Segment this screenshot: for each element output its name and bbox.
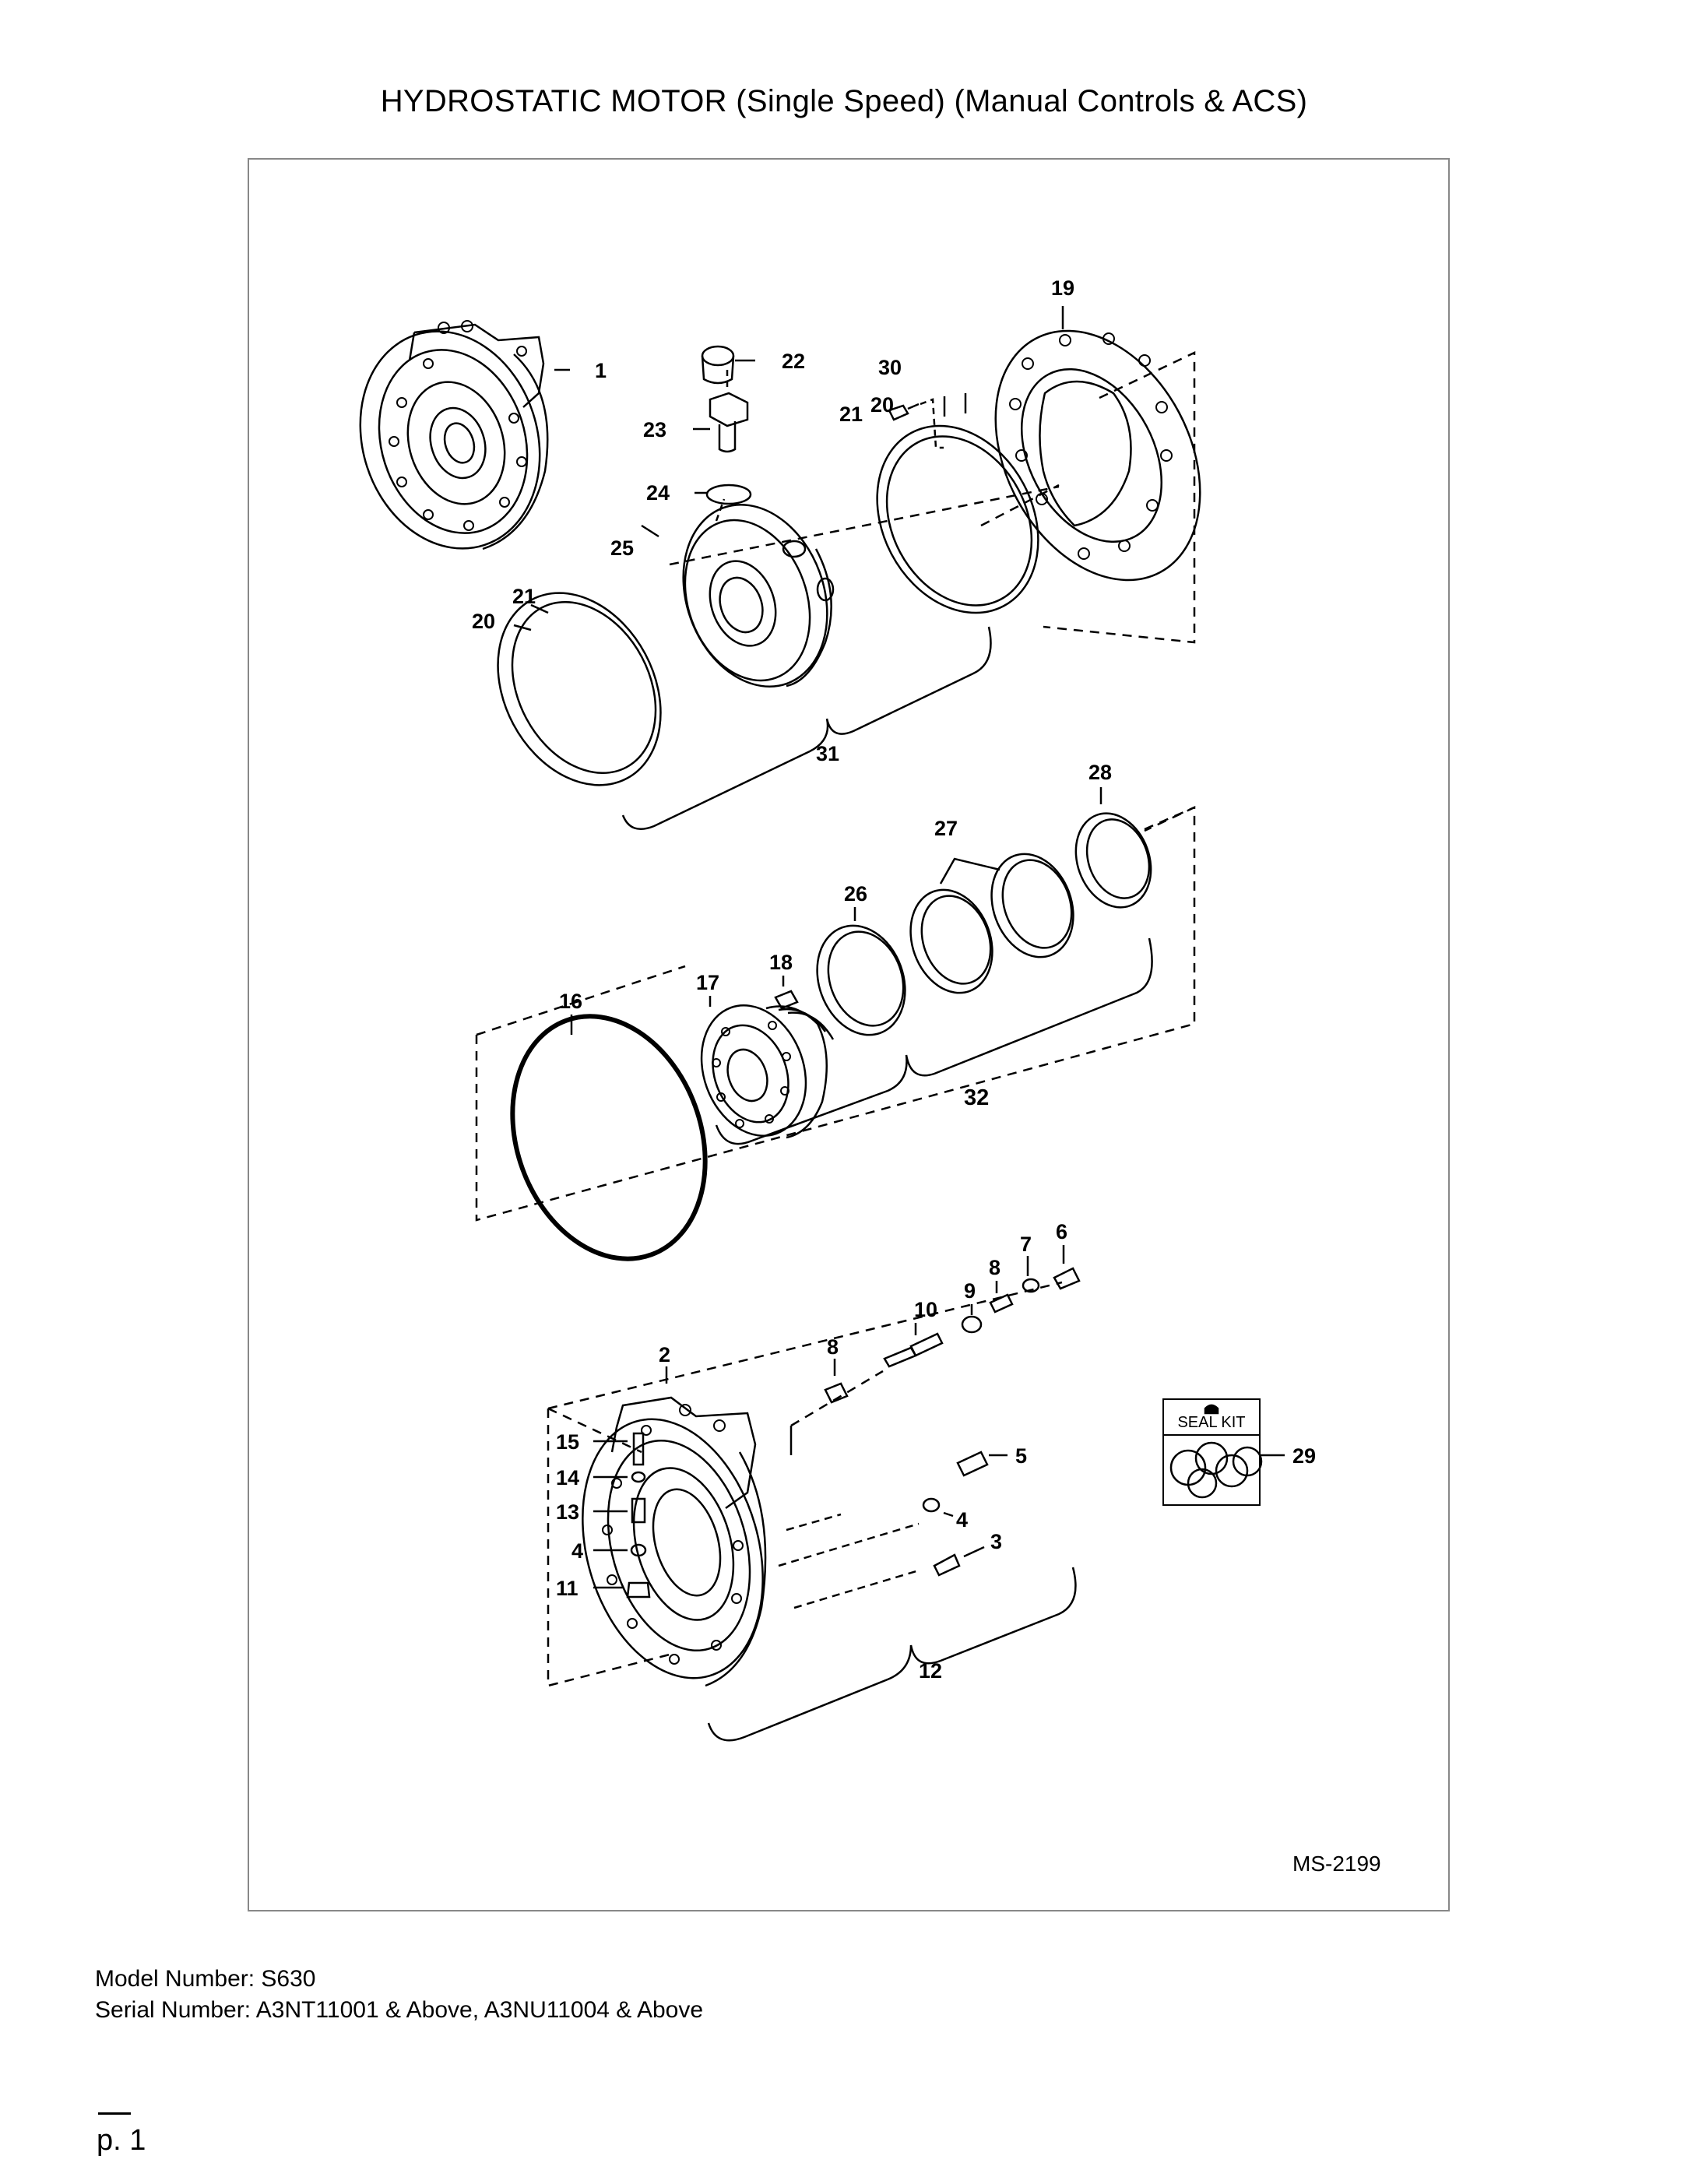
part-21-ring-upper (885, 435, 1033, 607)
callout-3: 3 (990, 1530, 1002, 1553)
part-23-fitting (693, 370, 749, 453)
bracket-31 (621, 626, 992, 830)
part-25-commutator (641, 498, 835, 688)
part-28-ring (1074, 812, 1152, 909)
callout-1: 1 (595, 359, 607, 382)
diagram-reference: MS-2199 (1292, 1852, 1381, 1876)
part-30-plug (888, 398, 944, 449)
seal-kit-box (1162, 1398, 1285, 1506)
callout-8-upper: 8 (989, 1256, 1000, 1279)
callout-28: 28 (1088, 761, 1112, 784)
callout-21-lower: 21 (512, 585, 536, 608)
part-27-ring-b (990, 853, 1074, 958)
part-16-large-o-ring (510, 1014, 708, 1261)
callout-29: 29 (1292, 1444, 1316, 1468)
bracket-32 (715, 937, 1153, 1145)
callout-30: 30 (878, 356, 902, 379)
callout-24: 24 (646, 481, 670, 505)
part-20-ring-upper (876, 424, 1039, 614)
valve-parts-6-10 (824, 1245, 1081, 1404)
callout-10: 10 (914, 1298, 937, 1321)
dashed-outline-top (1043, 351, 1196, 644)
callout-2: 2 (659, 1343, 670, 1366)
callout-22: 22 (782, 350, 805, 373)
callout-19: 19 (1051, 276, 1074, 300)
callout-15: 15 (556, 1430, 579, 1454)
part-27-ring-a (909, 888, 993, 994)
callout-20-lower: 20 (472, 610, 495, 633)
callout-20-upper: 20 (870, 393, 894, 417)
page-divider (98, 2112, 131, 2115)
callout-5: 5 (1015, 1444, 1027, 1468)
page-number: p. 1 (97, 2124, 146, 2157)
callout-8-lower: 8 (827, 1335, 839, 1359)
part-26-ring (816, 924, 906, 1036)
callout-11: 11 (556, 1577, 578, 1600)
part-22-cap (701, 345, 755, 385)
callout-12: 12 (919, 1659, 942, 1683)
dashed-outline-bottom (547, 1409, 670, 1687)
bracket-12 (707, 1567, 1077, 1742)
part-18-set-screw (774, 976, 799, 1010)
part-2-housing (582, 1366, 920, 1687)
part-1-motor-housing (359, 320, 570, 550)
part-21-ring-lower (511, 600, 657, 775)
callout-4-left: 4 (571, 1539, 583, 1563)
callout-18: 18 (769, 951, 793, 974)
serial-number: Serial Number: A3NT11001 & Above, A3NU11… (95, 1997, 704, 2023)
callout-13: 13 (556, 1500, 579, 1524)
part-19-end-cap (994, 306, 1201, 582)
callout-23: 23 (643, 418, 666, 441)
part-17-rotor (700, 996, 835, 1139)
callout-16: 16 (559, 990, 582, 1013)
callout-32: 32 (964, 1085, 989, 1110)
callout-17: 17 (696, 971, 719, 994)
callout-14: 14 (556, 1466, 579, 1489)
callout-7: 7 (1020, 1233, 1032, 1256)
diagram-frame: 1 22 30 19 21 20 23 24 25 21 20 31 28 27… (248, 158, 1450, 1911)
bolts-3-5 (922, 1451, 1008, 1577)
callout-21-upper: 21 (839, 403, 863, 426)
callout-31: 31 (816, 742, 839, 765)
part-20-ring-lower (497, 592, 662, 786)
callout-9: 9 (964, 1279, 976, 1303)
callout-25: 25 (610, 536, 634, 560)
callout-6: 6 (1056, 1220, 1067, 1243)
model-number: Model Number: S630 (95, 1966, 316, 1992)
callout-26: 26 (844, 882, 867, 906)
exploded-parts-diagram: 1 22 30 19 21 20 23 24 25 21 20 31 28 27… (359, 276, 1381, 1876)
page-title: HYDROSTATIC MOTOR (Single Speed) (Manual… (380, 84, 1308, 118)
part-24-o-ring (705, 484, 752, 505)
callout-4-right: 4 (956, 1508, 968, 1532)
seal-kit-label: SEAL KIT (1177, 1414, 1245, 1431)
callout-27: 27 (934, 817, 958, 840)
relief-valve-stack (593, 1432, 651, 1598)
